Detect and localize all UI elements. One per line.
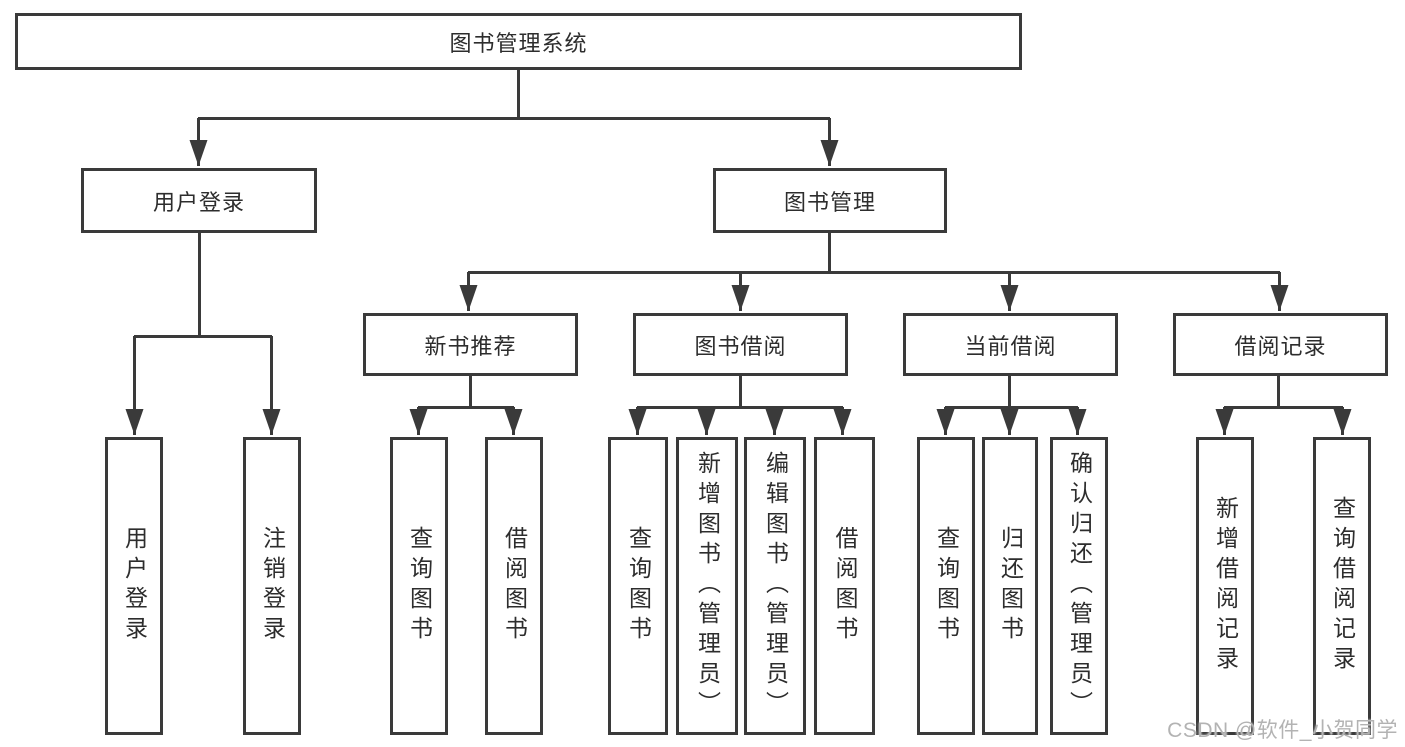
leaf-user-login: 用户登录 xyxy=(105,437,163,735)
node-label: 确认归还（管理员） xyxy=(1066,451,1093,721)
node-label: 新增图书（管理员） xyxy=(694,451,721,721)
node-label: 归还图书 xyxy=(997,526,1024,646)
leaf-confirm-return-admin: 确认归还（管理员） xyxy=(1050,437,1108,735)
node-label: 图书借阅 xyxy=(694,333,787,359)
node-label: 借阅图书 xyxy=(501,526,528,646)
node-label: 图书管理系统 xyxy=(449,30,588,56)
node-label: 借阅记录 xyxy=(1234,333,1327,359)
node-label: 用户登录 xyxy=(152,189,245,215)
node-new-book-recommend: 新书推荐 xyxy=(363,313,578,376)
leaf-query-borrow-record: 查询借阅记录 xyxy=(1313,437,1371,735)
node-label: 查询图书 xyxy=(406,526,433,646)
node-label: 新书推荐 xyxy=(424,333,517,359)
leaf-query-books-1: 查询图书 xyxy=(390,437,448,735)
node-user-login: 用户登录 xyxy=(81,168,317,233)
leaf-query-books-2: 查询图书 xyxy=(608,437,668,735)
node-label: 查询借阅记录 xyxy=(1329,496,1356,676)
leaf-borrow-books-2: 借阅图书 xyxy=(814,437,875,735)
node-label: 查询图书 xyxy=(933,526,960,646)
node-label: 查询图书 xyxy=(625,526,652,646)
node-label: 注销登录 xyxy=(259,526,286,646)
leaf-add-borrow-record: 新增借阅记录 xyxy=(1196,437,1254,735)
leaf-edit-books-admin: 编辑图书（管理员） xyxy=(744,437,806,735)
node-label: 用户登录 xyxy=(121,526,148,646)
leaf-return-books: 归还图书 xyxy=(982,437,1038,735)
node-library-management-system: 图书管理系统 xyxy=(15,13,1022,70)
node-current-borrow: 当前借阅 xyxy=(903,313,1118,376)
node-borrow-records: 借阅记录 xyxy=(1173,313,1388,376)
connector-book-borrow-to-leaves xyxy=(628,375,852,435)
node-book-borrow: 图书借阅 xyxy=(633,313,848,376)
csdn-watermark: CSDN @软件_小贺同学 xyxy=(1167,719,1398,742)
node-label: 当前借阅 xyxy=(964,333,1057,359)
connector-root-to-level2 xyxy=(189,68,839,166)
connector-borrow-records-to-leaves xyxy=(1215,375,1352,435)
connector-current-borrow-to-leaves xyxy=(936,375,1087,435)
node-label: 新增借阅记录 xyxy=(1212,496,1239,676)
connector-user-login-to-leaves xyxy=(125,232,281,435)
leaf-logout: 注销登录 xyxy=(243,437,301,735)
connector-new-book-to-leaves xyxy=(409,375,523,435)
connector-book-mgmt-to-level3 xyxy=(459,232,1289,311)
leaf-borrow-books-1: 借阅图书 xyxy=(485,437,543,735)
node-book-management: 图书管理 xyxy=(713,168,947,233)
leaf-add-books-admin: 新增图书（管理员） xyxy=(676,437,738,735)
leaf-query-books-3: 查询图书 xyxy=(917,437,975,735)
node-label: 借阅图书 xyxy=(832,526,858,646)
node-label: 编辑图书（管理员） xyxy=(762,451,789,721)
node-label: 图书管理 xyxy=(783,189,876,215)
